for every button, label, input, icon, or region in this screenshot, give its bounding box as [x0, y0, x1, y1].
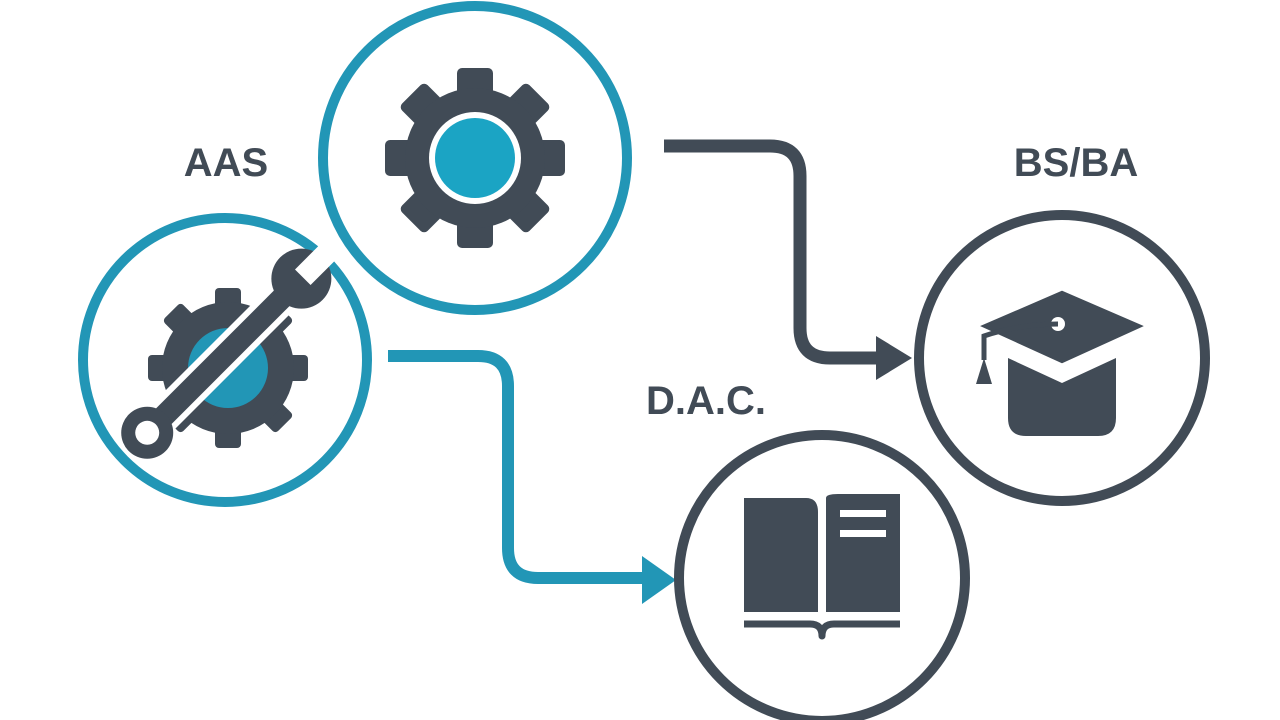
node-dac: D.A.C.	[646, 379, 970, 720]
node-bsba: BS/BA	[914, 141, 1210, 506]
node-label-dac: D.A.C.	[646, 379, 766, 423]
edge-gear-to-bsba	[664, 139, 912, 380]
arrowhead-icon	[876, 336, 912, 380]
edge-aas-to-dac	[388, 350, 676, 604]
graduation-cap-icon	[971, 285, 1153, 436]
arrowhead-icon	[642, 556, 676, 604]
node-gear	[318, 1, 632, 315]
node-label-aas: AAS	[184, 141, 268, 185]
wrench-gear-icon	[121, 245, 335, 459]
open-book-icon	[744, 494, 900, 640]
node-aas: AAS	[78, 141, 372, 507]
node-label-bsba: BS/BA	[1014, 141, 1138, 185]
node-ring	[674, 430, 970, 720]
gear-icon	[385, 68, 565, 248]
